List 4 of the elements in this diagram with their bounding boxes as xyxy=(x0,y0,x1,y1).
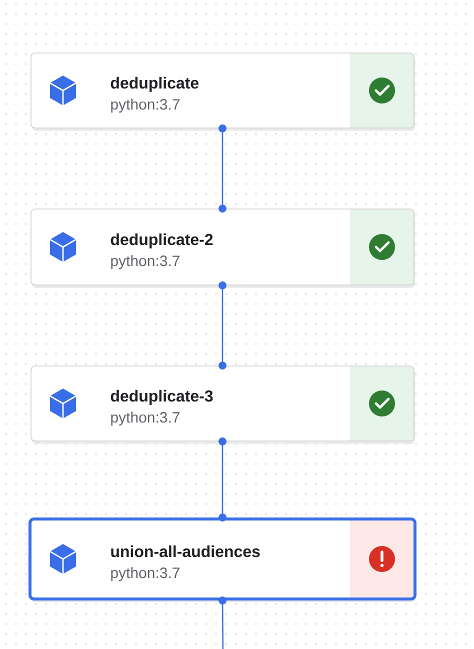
connector xyxy=(218,437,226,522)
connector xyxy=(218,281,226,370)
connector xyxy=(218,124,226,213)
connector xyxy=(218,596,226,649)
